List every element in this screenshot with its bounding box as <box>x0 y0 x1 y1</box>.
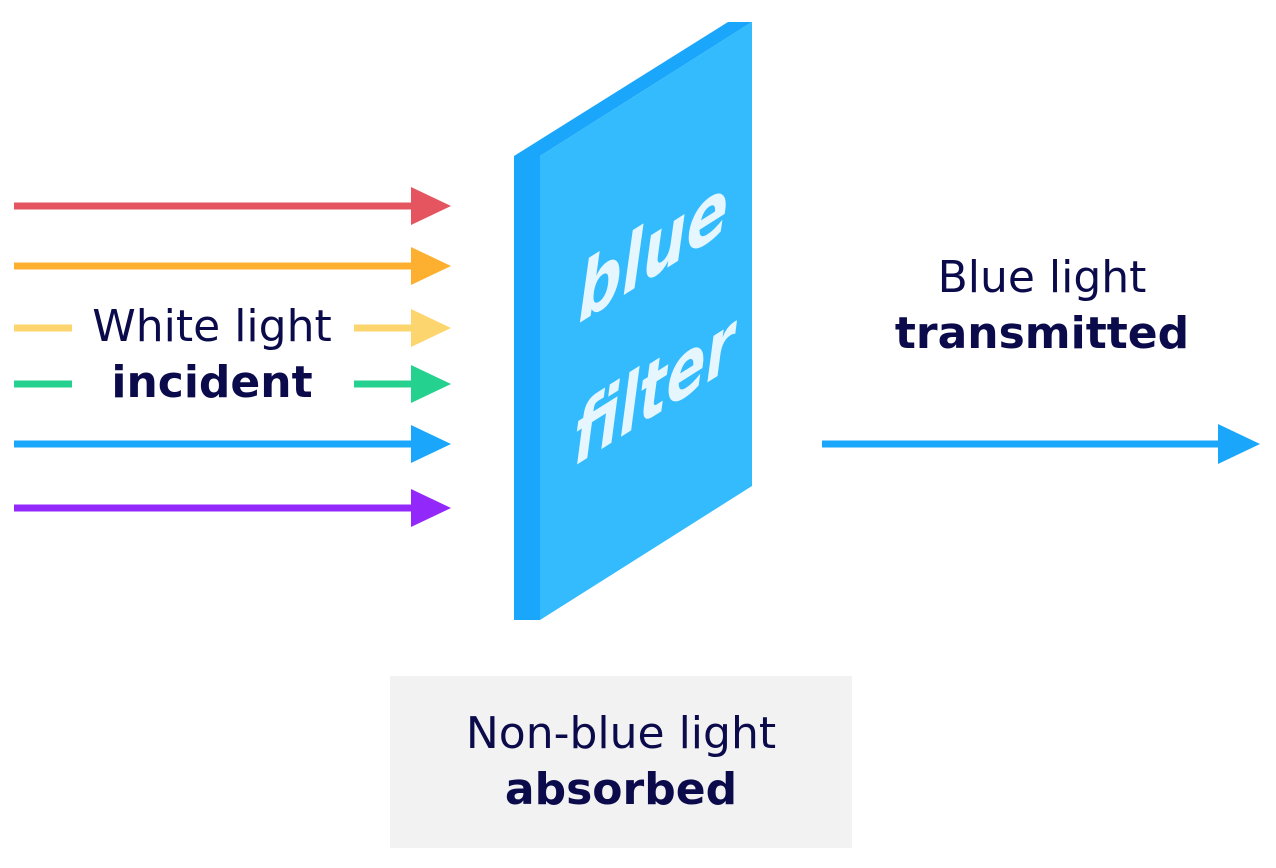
absorbed-box: Non-blue light absorbed <box>390 676 852 848</box>
incident-arrows <box>14 187 451 527</box>
transmitted-blue-arrow <box>822 424 1260 464</box>
absorbed-label-line1: Non-blue light <box>465 708 777 759</box>
filter-front-face <box>540 22 752 620</box>
filter-side-edge <box>514 156 540 620</box>
yellow-arrow <box>14 309 451 347</box>
orange-arrow <box>14 247 451 285</box>
filter-top-edge <box>514 22 752 156</box>
incident-label-line1: White light <box>92 301 332 352</box>
blue-filter: blue filter <box>514 22 752 620</box>
green-arrow <box>14 365 451 403</box>
violet-arrow <box>14 489 451 527</box>
transmitted-label-line1: Blue light <box>937 252 1147 303</box>
absorbed-label: Non-blue light absorbed <box>390 706 852 818</box>
incident-label: White light incident <box>72 299 352 411</box>
transmitted-label: Blue light transmitted <box>880 250 1204 362</box>
blue-arrow <box>14 425 451 463</box>
red-arrow <box>14 187 451 225</box>
transmitted-label-line2: transmitted <box>894 308 1190 359</box>
incident-label-line2: incident <box>111 357 313 408</box>
absorbed-label-line2: absorbed <box>504 764 738 815</box>
